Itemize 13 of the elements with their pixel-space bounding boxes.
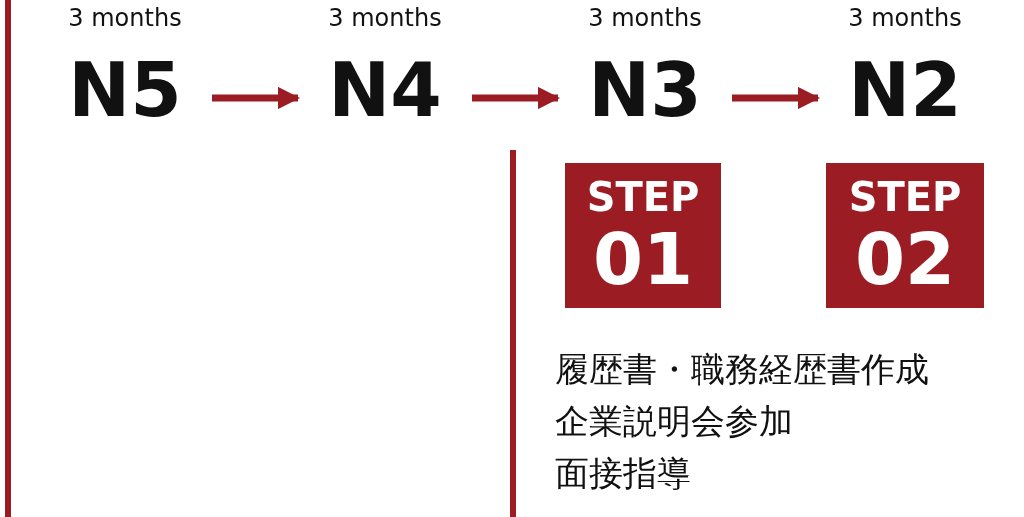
duration-label: 3 months — [847, 4, 963, 32]
task-text: 面接指導 — [555, 452, 691, 494]
duration-label: 3 months — [587, 4, 703, 32]
task-text: 企業説明会参加 — [555, 400, 793, 442]
task-text: 履歴書・職務経歴書作成 — [555, 348, 929, 390]
level-label: N3 — [587, 46, 703, 135]
level-label: N4 — [327, 46, 443, 135]
step-box: STEP 01 — [565, 163, 721, 308]
duration-label: 3 months — [327, 4, 443, 32]
step-box: STEP 02 — [826, 163, 984, 308]
duration-label: 3 months — [67, 4, 183, 32]
level-label: N5 — [67, 46, 183, 135]
level-label: N2 — [847, 46, 963, 135]
